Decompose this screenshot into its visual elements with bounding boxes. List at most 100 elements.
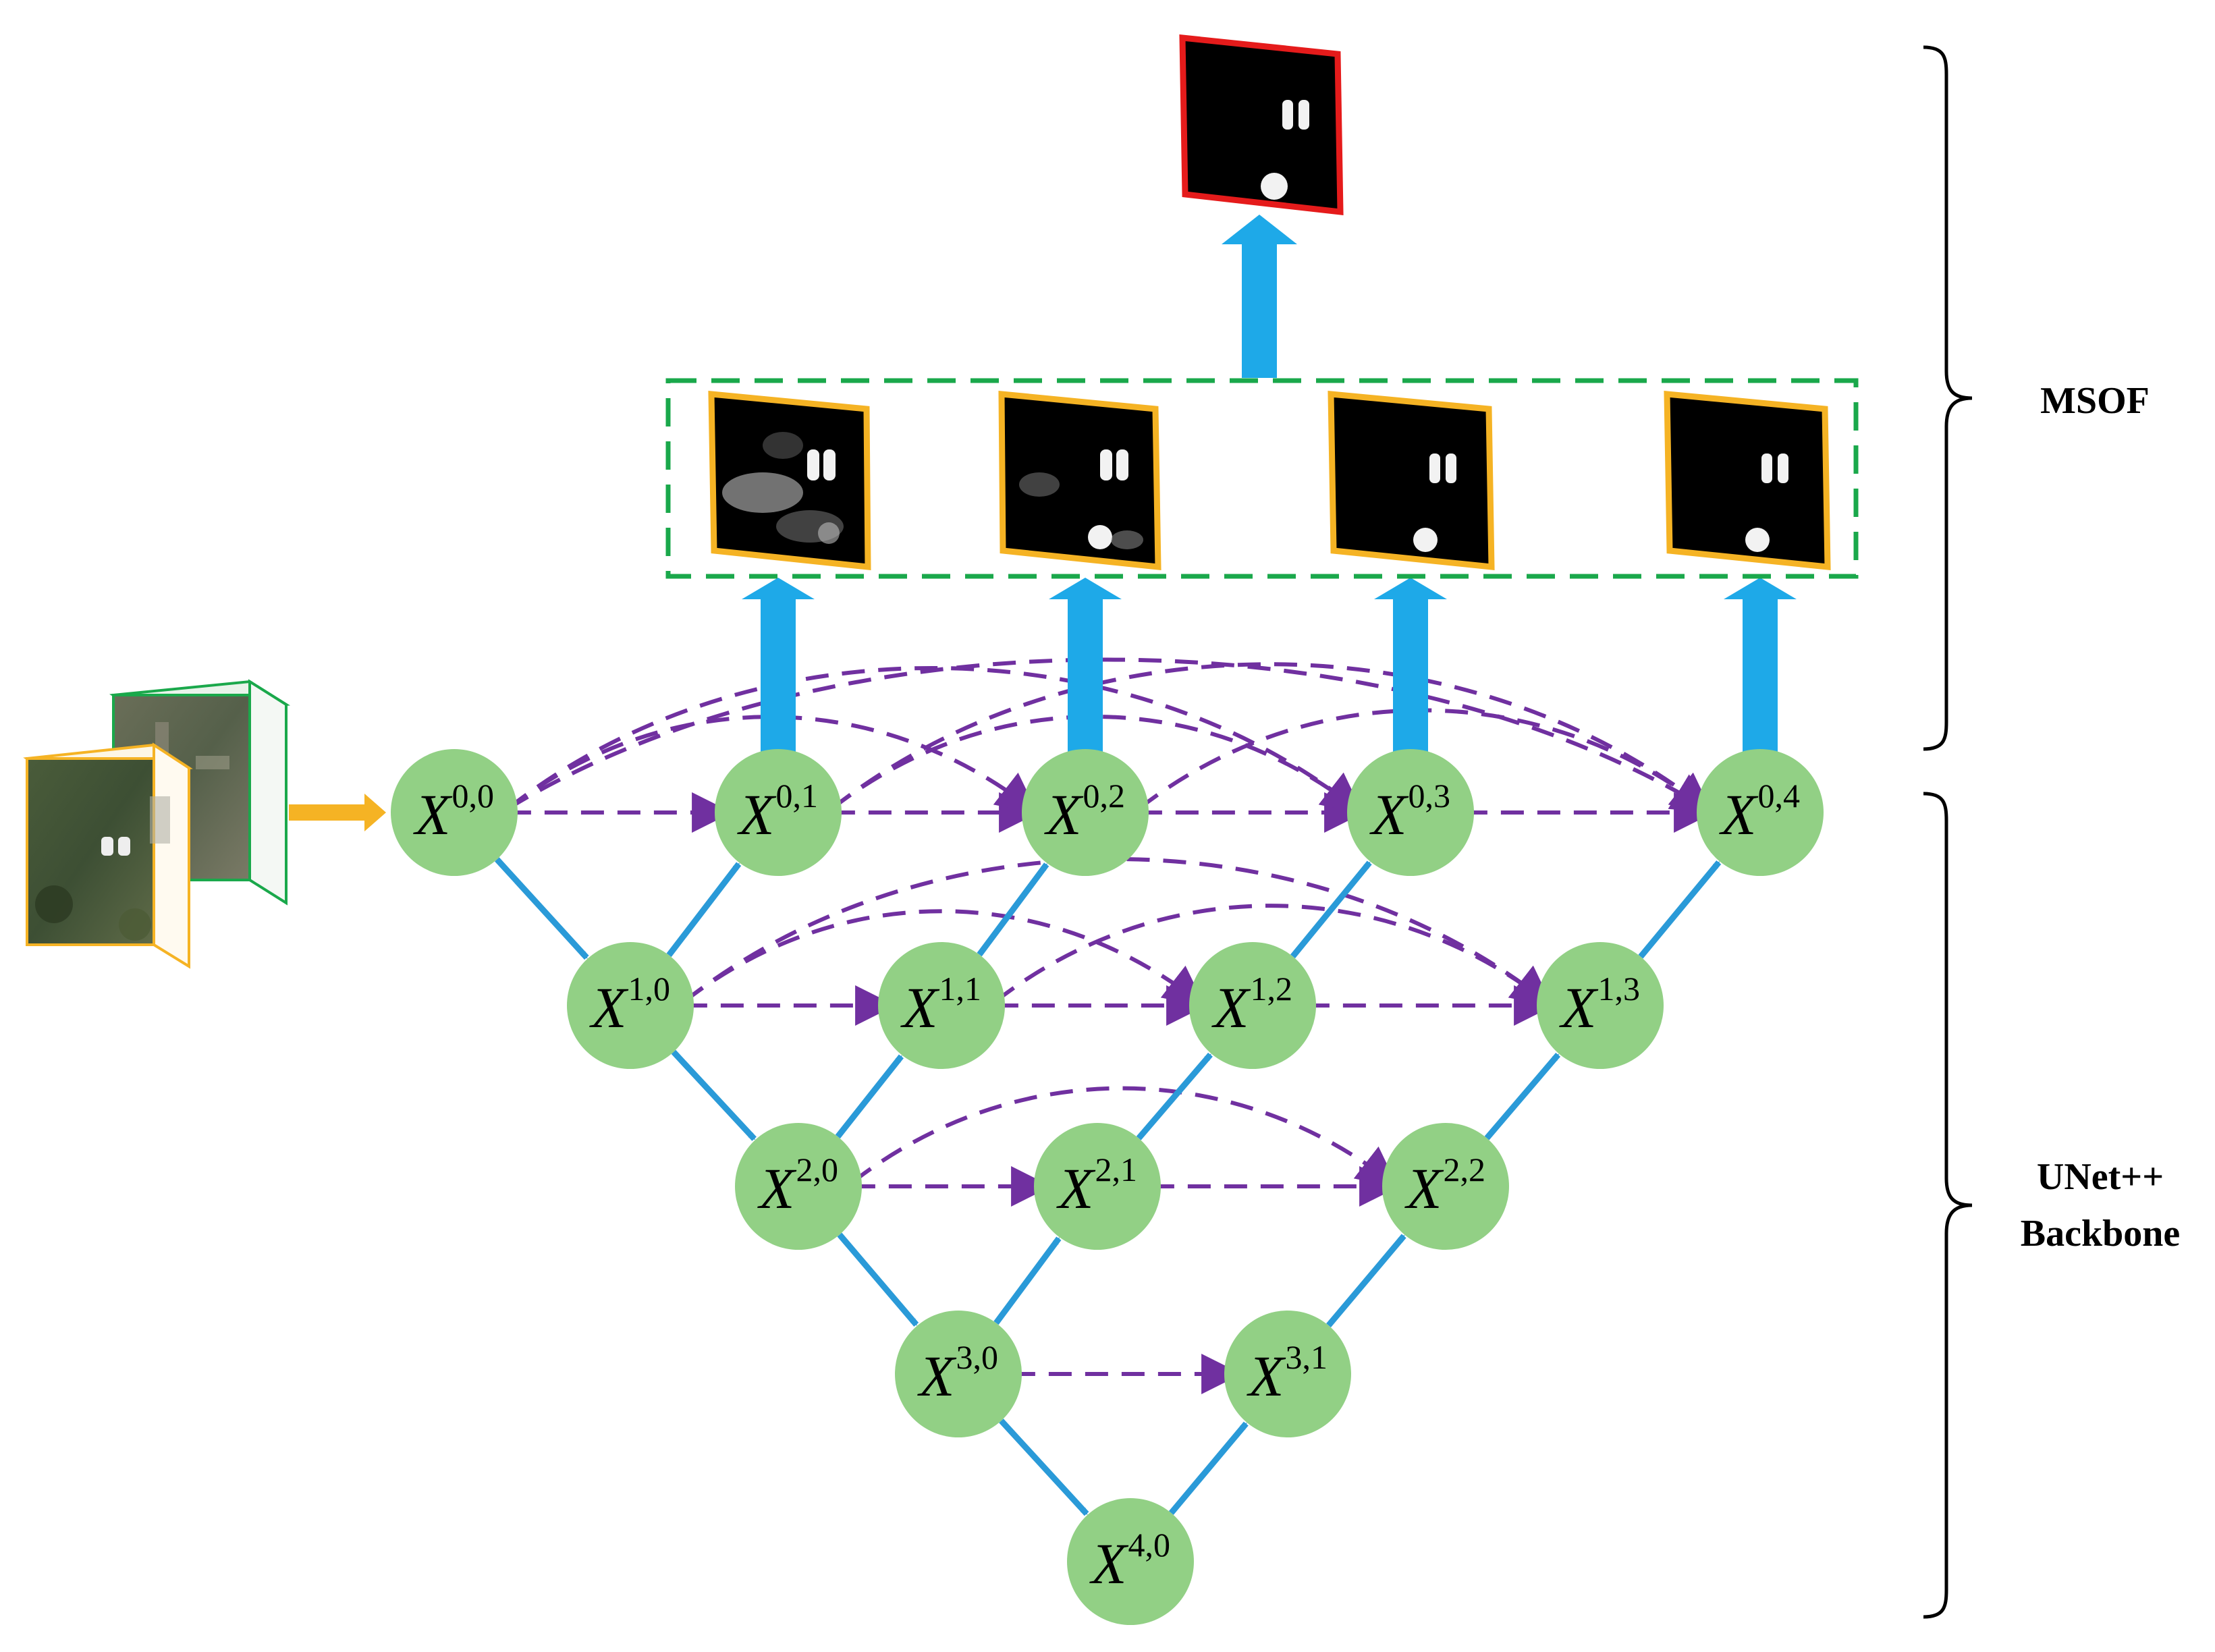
node-x03: X0,3 <box>1347 749 1474 876</box>
side-output-arrows <box>742 578 1797 754</box>
upsample-arrow-x13-x04 <box>1638 860 1722 959</box>
node-label: X1,2 <box>1211 970 1292 1040</box>
node-label: X2,0 <box>757 1151 838 1221</box>
node-label-sup: 1,1 <box>939 970 982 1008</box>
node-x40: X4,0 <box>1067 1498 1194 1625</box>
node-label-sup: 3,1 <box>1286 1338 1328 1376</box>
node-label-sup: 0,3 <box>1409 777 1451 815</box>
upsample-arrow-x30-x21 <box>993 1236 1062 1325</box>
node-label-sup: 1,3 <box>1598 970 1641 1008</box>
msof-label: MSOF <box>2040 380 2150 422</box>
node-x13: X1,3 <box>1537 942 1664 1069</box>
node-circle <box>895 1311 1022 1437</box>
node-x20: X2,0 <box>735 1123 862 1250</box>
input-image-pair <box>23 679 291 969</box>
node-label-base: X <box>917 1344 957 1408</box>
upsample-arrow-x31-x22 <box>1326 1234 1406 1327</box>
node-label: X1,0 <box>589 970 670 1040</box>
node-label: X0,3 <box>1369 777 1450 847</box>
node-circle <box>1382 1123 1509 1250</box>
upsample-arrow-x22-x13 <box>1484 1053 1561 1140</box>
node-circle <box>567 942 694 1069</box>
input-arrow <box>289 794 386 831</box>
side-output-arrow-x01 <box>742 578 815 754</box>
node-circle <box>1034 1123 1161 1250</box>
fusion-output-arrow <box>1222 215 1297 378</box>
side-output-map-4 <box>1664 391 1831 570</box>
node-label-base: X <box>1719 782 1759 847</box>
backbone-label-line1: UNet++ <box>2037 1156 2164 1198</box>
input-image-t1 <box>23 742 193 969</box>
skip-connection-x10-x13 <box>683 857 1553 1007</box>
node-label-sup: 1,2 <box>1251 970 1293 1008</box>
skip-connection-x20-x22 <box>851 1086 1398 1188</box>
node-x21: X2,1 <box>1034 1123 1161 1250</box>
node-label-sup: 3,0 <box>956 1338 999 1376</box>
node-label: X3,0 <box>917 1338 998 1408</box>
node-circle <box>878 942 1005 1069</box>
node-label: X3,1 <box>1247 1338 1328 1408</box>
side-output-map-2 <box>998 391 1161 571</box>
node-label-base: X <box>757 1156 797 1221</box>
node-x01: X0,1 <box>715 749 842 876</box>
upsample-arrow-x40-x31 <box>1168 1421 1249 1515</box>
node-label-base: X <box>1056 1156 1096 1221</box>
node-label-sup: 4,0 <box>1128 1526 1171 1564</box>
node-label-base: X <box>900 975 940 1040</box>
node-label-base: X <box>1247 1344 1286 1408</box>
node-label-base: X <box>589 975 629 1040</box>
side-output-map-3 <box>1328 391 1495 570</box>
node-circle <box>1347 749 1474 876</box>
node-label-sup: 0,0 <box>452 777 495 815</box>
downsample-arrow-x10-x20 <box>671 1049 757 1141</box>
node-label: X0,4 <box>1719 777 1800 847</box>
node-circle <box>1067 1498 1194 1625</box>
node-label-sup: 1,0 <box>628 970 671 1008</box>
downsample-arrow-x30-x40 <box>999 1419 1089 1516</box>
node-x12: X1,2 <box>1189 942 1316 1069</box>
side-output-arrow-x03 <box>1374 578 1447 754</box>
backbone-brace <box>1923 792 1973 1619</box>
node-circle <box>1022 749 1149 876</box>
skip-connection-x01-x03 <box>831 715 1363 814</box>
downsample-arrow-x00-x10 <box>495 857 589 960</box>
node-circle <box>735 1123 862 1250</box>
node-label-base: X <box>1211 975 1251 1040</box>
skip-connection-x11-x13 <box>994 904 1553 1007</box>
skip-connection-x00-x02 <box>507 715 1038 814</box>
node-label-base: X <box>1369 782 1409 847</box>
skip-connection-x10-x12 <box>683 909 1205 1007</box>
node-label: X1,3 <box>1559 970 1640 1040</box>
down-up-connections <box>495 857 1722 1516</box>
msof-brace <box>1923 45 1973 751</box>
downsample-arrow-x20-x30 <box>837 1232 919 1327</box>
node-x30: X3,0 <box>895 1311 1022 1437</box>
node-x00: X0,0 <box>391 749 518 876</box>
node-circle <box>1537 942 1664 1069</box>
final-output-map <box>1179 34 1344 216</box>
upsample-arrow-x21-x12 <box>1136 1052 1213 1140</box>
node-label: X2,2 <box>1404 1151 1485 1221</box>
node-label-base: X <box>1089 1531 1129 1596</box>
node-label-sup: 0,2 <box>1083 777 1126 815</box>
upsample-arrow-x10-x01 <box>666 862 742 958</box>
node-circle <box>1224 1311 1351 1437</box>
side-output-arrow-x02 <box>1049 578 1122 754</box>
upsample-arrow-x12-x03 <box>1290 860 1372 959</box>
side-output-arrow-x04 <box>1724 578 1797 754</box>
upsample-arrow-x11-x02 <box>977 862 1049 957</box>
node-label-sup: 0,1 <box>776 777 819 815</box>
node-label-base: X <box>1044 782 1084 847</box>
backbone-label-line2: Backbone <box>2021 1213 2181 1255</box>
node-x10: X1,0 <box>567 942 694 1069</box>
node-label-sup: 2,2 <box>1444 1151 1486 1188</box>
node-label-sup: 2,1 <box>1095 1151 1138 1188</box>
node-label-base: X <box>413 782 453 847</box>
node-label-sup: 2,0 <box>796 1151 839 1188</box>
node-label: X0,0 <box>413 777 494 847</box>
node-x02: X0,2 <box>1022 749 1149 876</box>
node-circle <box>1697 749 1824 876</box>
node-label: X4,0 <box>1089 1526 1170 1596</box>
